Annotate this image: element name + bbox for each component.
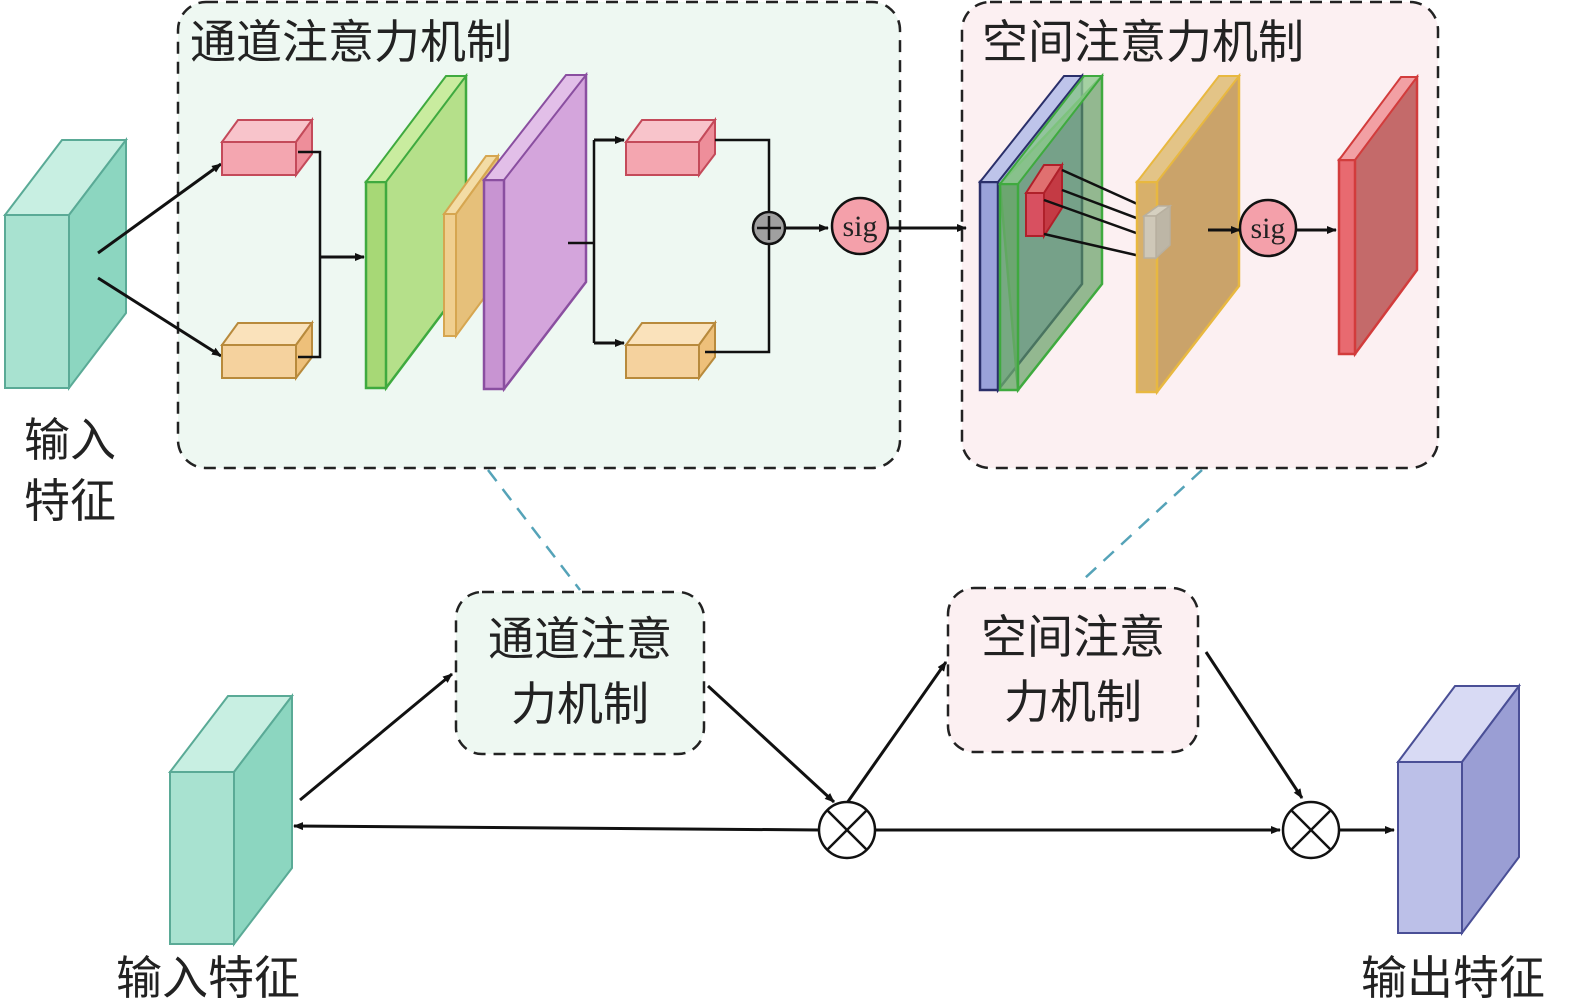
input-feature-cube-top: [2, 137, 129, 391]
spatial-attention-block: [946, 586, 1200, 754]
arrow-multiply1-to-input: [293, 822, 821, 832]
mlp-layer-purple: [481, 71, 589, 393]
spatial-block-label-line1: 空间注意: [981, 610, 1165, 664]
spatial-layer-green: [997, 72, 1105, 394]
line-maxpool-to-sum: [715, 138, 771, 212]
maxpool-block-left: [220, 116, 314, 178]
avgpool-block-left: [220, 319, 314, 381]
sigmoid-node-channel: [830, 196, 890, 256]
connector-channel-panel: [487, 469, 581, 591]
elementwise-sum-node: [751, 210, 787, 246]
arrow-input-to-avgpool: [97, 276, 222, 358]
input-feature-cube-bottom: [167, 693, 295, 947]
channel-block-label-line2: 力机制: [511, 677, 649, 731]
channel-attention-block: [454, 590, 706, 756]
output-feature-label: 输出特征: [1361, 951, 1545, 1005]
input-feature-label-bottom: 输入特征: [116, 951, 300, 1005]
arrow-channel-block-to-multiply1: [706, 684, 836, 804]
target-cell-gray: [1141, 204, 1173, 260]
arrow-multiply1-to-spatial-block: [845, 661, 948, 804]
spatial-attention-map-red: [1337, 73, 1419, 358]
sigmoid-node-spatial: [1238, 198, 1298, 258]
input-feature-label-top-line2: 特征: [24, 474, 116, 528]
sigmoid-label-channel: sig: [842, 210, 877, 243]
maxpool-block-right: [624, 116, 717, 178]
spatial-block-label-line2: 力机制: [1004, 675, 1142, 729]
output-feature-cube: [1396, 683, 1521, 936]
channel-panel-title: 通道注意力机制: [190, 15, 512, 69]
avgpool-block-right: [624, 319, 717, 381]
sigmoid-label-spatial: sig: [1250, 212, 1285, 245]
arrow-input-to-maxpool: [97, 162, 222, 255]
elementwise-multiply-node-2: [1281, 800, 1341, 860]
elementwise-multiply-node-1: [817, 800, 877, 860]
spatial-panel-title: 空间注意力机制: [982, 15, 1304, 69]
arrow-spatial-block-to-multiply2: [1204, 651, 1304, 799]
connector-spatial-panel: [1084, 469, 1203, 579]
merge-line-left: [298, 150, 322, 359]
arrow-input-to-channel-block: [299, 672, 453, 802]
conv-kernel-red: [1024, 161, 1064, 240]
line-avgpool-to-sum: [705, 244, 771, 354]
channel-block-label-line1: 通道注意: [488, 612, 672, 666]
input-feature-label-top-line1: 输入: [24, 413, 116, 467]
